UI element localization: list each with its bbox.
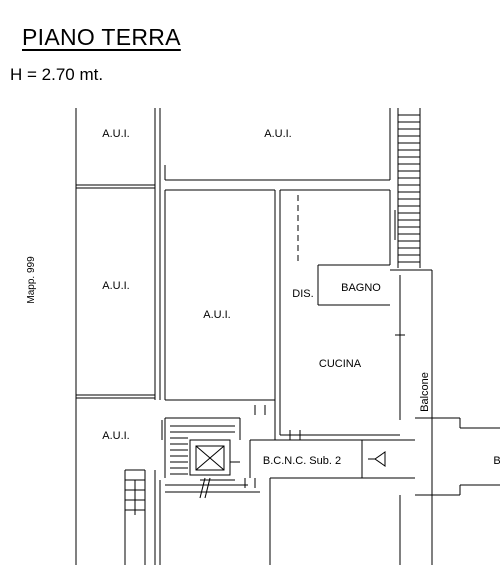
lower-left-stairs xyxy=(124,469,146,565)
plan-title: PIANO TERRA xyxy=(22,24,181,50)
label-bagno: BAGNO xyxy=(341,282,381,294)
label-mappale: Mapp. 999 xyxy=(26,256,37,304)
exterior-staircase xyxy=(397,108,421,268)
label-aui-bottom-left: A.U.I. xyxy=(102,430,130,442)
elevator-shaft xyxy=(189,439,231,476)
label-aui-top-left: A.U.I. xyxy=(102,128,130,140)
label-bcnc: B.C.N.C. Sub. 2 xyxy=(263,455,341,467)
label-aui-top-right: A.U.I. xyxy=(264,128,292,140)
staircase-lines xyxy=(170,425,235,499)
door-marks xyxy=(161,210,405,488)
entrance-arrow-icon xyxy=(374,451,386,467)
label-cucina: CUCINA xyxy=(319,358,362,370)
label-right-cut: B xyxy=(493,455,500,467)
label-aui-mid-left: A.U.I. xyxy=(102,280,130,292)
label-aui-center: A.U.I. xyxy=(203,309,231,321)
elevator-cab xyxy=(195,445,225,471)
label-dis: DIS. xyxy=(292,288,313,300)
ceiling-height-note: H = 2.70 mt. xyxy=(10,65,104,84)
label-balcone: Balcone xyxy=(419,372,431,412)
